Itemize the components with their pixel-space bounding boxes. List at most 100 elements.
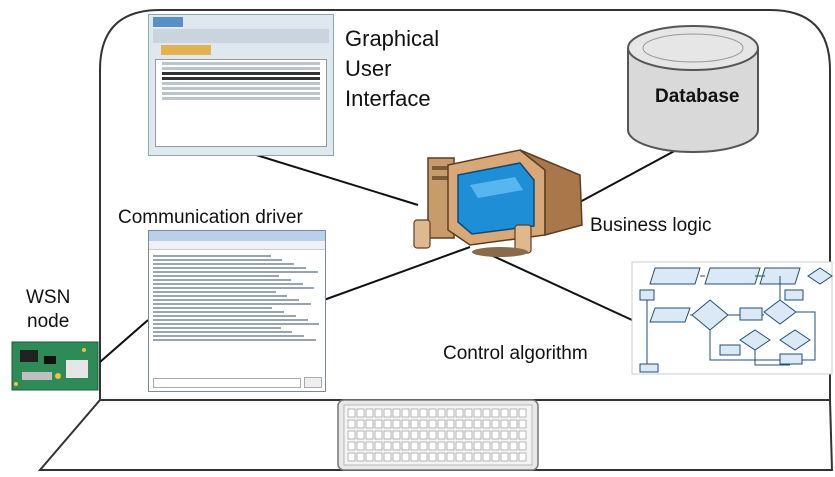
terminal-line xyxy=(153,275,279,277)
terminal-line xyxy=(153,303,311,305)
terminal-line xyxy=(153,319,308,321)
keyboard-key xyxy=(518,408,527,418)
terminal-line xyxy=(153,327,281,329)
keyboard-key xyxy=(392,441,401,451)
keyboard-key xyxy=(500,408,509,418)
terminal-input xyxy=(153,378,301,388)
keyboard-key xyxy=(410,419,419,429)
keyboard-key xyxy=(473,408,482,418)
keyboard-key xyxy=(383,452,392,462)
keyboard-key xyxy=(464,452,473,462)
terminal-line xyxy=(153,323,320,325)
keyboard-key xyxy=(509,408,518,418)
keyboard-key xyxy=(437,430,446,440)
gui-table xyxy=(155,59,327,147)
terminal-line xyxy=(153,311,285,313)
terminal-line xyxy=(153,287,315,289)
keyboard-key xyxy=(410,408,419,418)
keyboard-key xyxy=(383,430,392,440)
keyboard-key xyxy=(446,430,455,440)
terminal-output xyxy=(149,250,325,346)
line-wsn-driver xyxy=(99,319,149,363)
keyboard-key xyxy=(464,430,473,440)
communication-driver-label: Communication driver xyxy=(118,207,303,228)
keyboard-key xyxy=(374,430,383,440)
keyboard-key xyxy=(428,408,437,418)
terminal-line xyxy=(153,339,316,341)
keyboard-key xyxy=(392,452,401,462)
keyboard-key xyxy=(374,419,383,429)
keyboard-key xyxy=(356,430,365,440)
keyboard-key xyxy=(482,452,491,462)
keyboard-key xyxy=(428,419,437,429)
gui-icon-row xyxy=(161,45,211,55)
keyboard-key xyxy=(347,441,356,451)
keyboard-key xyxy=(401,430,410,440)
keyboard-key xyxy=(392,408,401,418)
keyboard-key xyxy=(500,452,509,462)
keyboard-key xyxy=(347,452,356,462)
keyboard-key xyxy=(347,419,356,429)
database-label: Database xyxy=(655,86,740,107)
keyboard-key xyxy=(356,408,365,418)
flowchart-icon xyxy=(631,261,833,375)
keyboard-key xyxy=(518,430,527,440)
keyboard-key xyxy=(446,452,455,462)
keyboard-key xyxy=(437,441,446,451)
keyboard-key xyxy=(365,452,374,462)
keyboard-key xyxy=(401,441,410,451)
keyboard-key xyxy=(419,441,428,451)
keyboard-key xyxy=(500,430,509,440)
keyboard-key xyxy=(473,452,482,462)
keyboard-key xyxy=(455,452,464,462)
keyboard-key xyxy=(491,441,500,451)
keyboard-key xyxy=(374,441,383,451)
keyboard-key xyxy=(365,441,374,451)
keyboard-key xyxy=(392,430,401,440)
keyboard-key xyxy=(491,430,500,440)
keyboard-key xyxy=(410,441,419,451)
keyboard-key xyxy=(392,419,401,429)
keyboard-key xyxy=(383,441,392,451)
keyboard-key xyxy=(401,408,410,418)
keyboard-key xyxy=(455,419,464,429)
keyboard-key xyxy=(455,441,464,451)
keyboard-key xyxy=(365,430,374,440)
wsn-node-label: WSN node xyxy=(26,287,71,332)
terminal-menubar xyxy=(149,241,325,250)
line-computer-algorithm xyxy=(479,249,633,321)
terminal-line xyxy=(153,295,288,297)
terminal-line xyxy=(153,255,271,257)
keyboard-key xyxy=(428,441,437,451)
keyboard-key xyxy=(482,430,491,440)
desktop-computer-icon xyxy=(413,149,583,257)
terminal-line xyxy=(153,331,293,333)
keyboard-key xyxy=(500,419,509,429)
keyboard-key xyxy=(491,452,500,462)
keyboard-key xyxy=(401,419,410,429)
control-algorithm-label: Control algorithm xyxy=(443,343,588,364)
terminal-line xyxy=(153,267,306,269)
line-db-computer xyxy=(564,147,681,211)
keyboard-key xyxy=(401,452,410,462)
keyboard-key xyxy=(356,441,365,451)
keyboard-key xyxy=(347,430,356,440)
keyboard-key xyxy=(509,452,518,462)
keyboard-key xyxy=(374,452,383,462)
database-icon xyxy=(627,25,759,153)
keyboard-key xyxy=(437,419,446,429)
keyboard-key xyxy=(464,441,473,451)
line-gui-computer xyxy=(239,149,419,206)
keyboard-key xyxy=(446,408,455,418)
monitor-frame xyxy=(99,9,831,401)
keyboard-key xyxy=(500,441,509,451)
keyboard-key xyxy=(410,430,419,440)
keyboard-key xyxy=(419,408,428,418)
keyboard-key xyxy=(446,419,455,429)
terminal-line xyxy=(153,315,296,317)
keyboard-key xyxy=(428,430,437,440)
terminal-line xyxy=(153,271,318,273)
keyboard-key xyxy=(518,419,527,429)
terminal-line xyxy=(153,263,295,265)
terminal-line xyxy=(153,291,276,293)
